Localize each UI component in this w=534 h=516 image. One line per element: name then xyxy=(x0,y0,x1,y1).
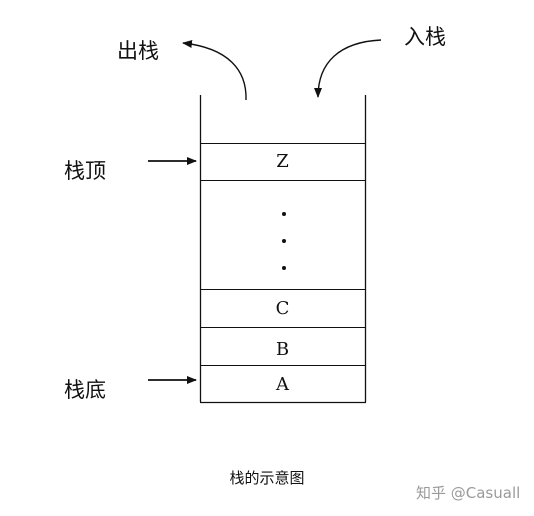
figure-caption: 栈的示意图 xyxy=(229,469,305,487)
stack-cell-c: C xyxy=(275,298,290,319)
stack-cell-b: B xyxy=(275,339,290,360)
pop-arrow xyxy=(182,40,247,101)
ellipsis-dot xyxy=(282,266,286,270)
push-label: 入栈 xyxy=(404,25,446,49)
watermark: 知乎 @Casuall xyxy=(416,484,521,502)
stack-cell-z: Z xyxy=(276,151,289,172)
stack-bottom-label: 栈底 xyxy=(64,378,106,402)
ellipsis-dot xyxy=(282,212,286,216)
stack-cell-a: A xyxy=(276,374,289,395)
pop-label: 出栈 xyxy=(117,39,159,63)
stack-top-label: 栈顶 xyxy=(64,159,106,183)
push-arrow xyxy=(314,39,382,98)
ellipsis-dot xyxy=(282,239,286,243)
